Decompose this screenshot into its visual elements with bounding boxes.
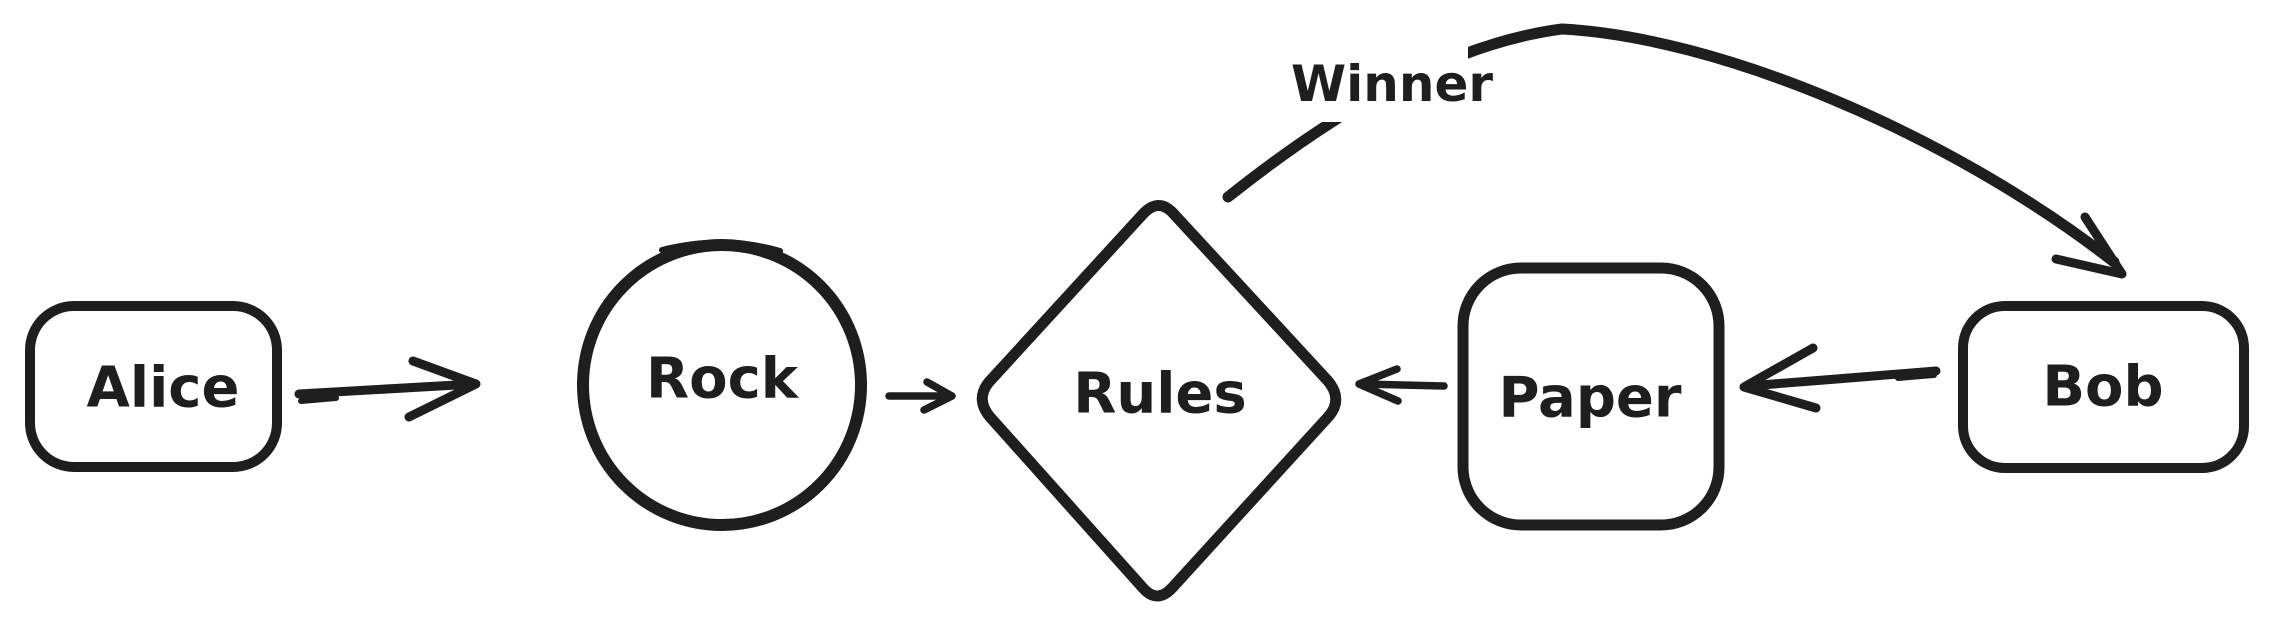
arrow-alice-to-rock (294, 356, 481, 422)
alice-shape (25, 301, 282, 472)
winner-label-mask (1316, 40, 1468, 122)
rock-label: Rock (646, 347, 800, 412)
arrow-rules-to-bob-winner: Winner (1222, 23, 2127, 279)
bob-label: Bob (2042, 355, 2163, 420)
node-rules: Rules (976, 200, 1342, 602)
bob-shape (1958, 301, 2249, 473)
paper-label: Paper (1498, 366, 1681, 431)
arrow-bob-to-paper (1739, 343, 1941, 413)
node-rock: Rock (577, 239, 867, 531)
node-bob: Bob (1958, 301, 2249, 473)
arrow-paper-to-rules (1355, 365, 1448, 405)
winner-edge-label: Winner (1291, 55, 1493, 113)
node-alice: Alice (25, 301, 282, 472)
rules-label: Rules (1073, 362, 1247, 427)
rules-shape (976, 200, 1342, 602)
paper-shape (1457, 262, 1725, 531)
node-paper: Paper (1457, 262, 1725, 531)
arrow-rock-to-rules (885, 378, 956, 414)
alice-label: Alice (87, 356, 240, 421)
